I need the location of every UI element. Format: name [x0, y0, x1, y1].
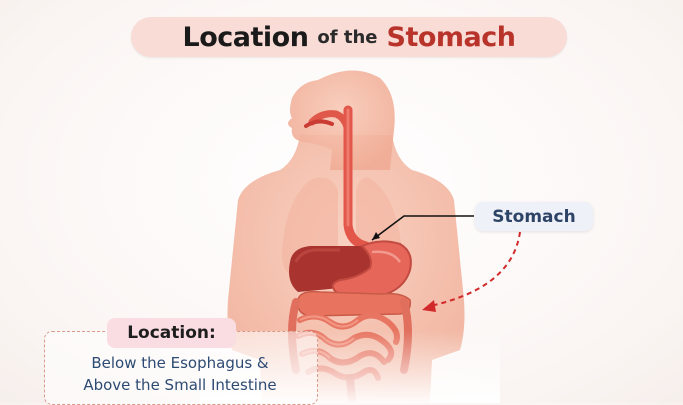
- location-line-1: Below the Esophagus &: [44, 352, 316, 374]
- location-description: Below the Esophagus & Above the Small In…: [44, 352, 316, 396]
- location-heading: Location:: [107, 318, 236, 348]
- stomach-callout-label: Stomach: [475, 202, 593, 231]
- location-line-2: Above the Small Intestine: [44, 374, 316, 396]
- transverse-colon: [298, 292, 411, 316]
